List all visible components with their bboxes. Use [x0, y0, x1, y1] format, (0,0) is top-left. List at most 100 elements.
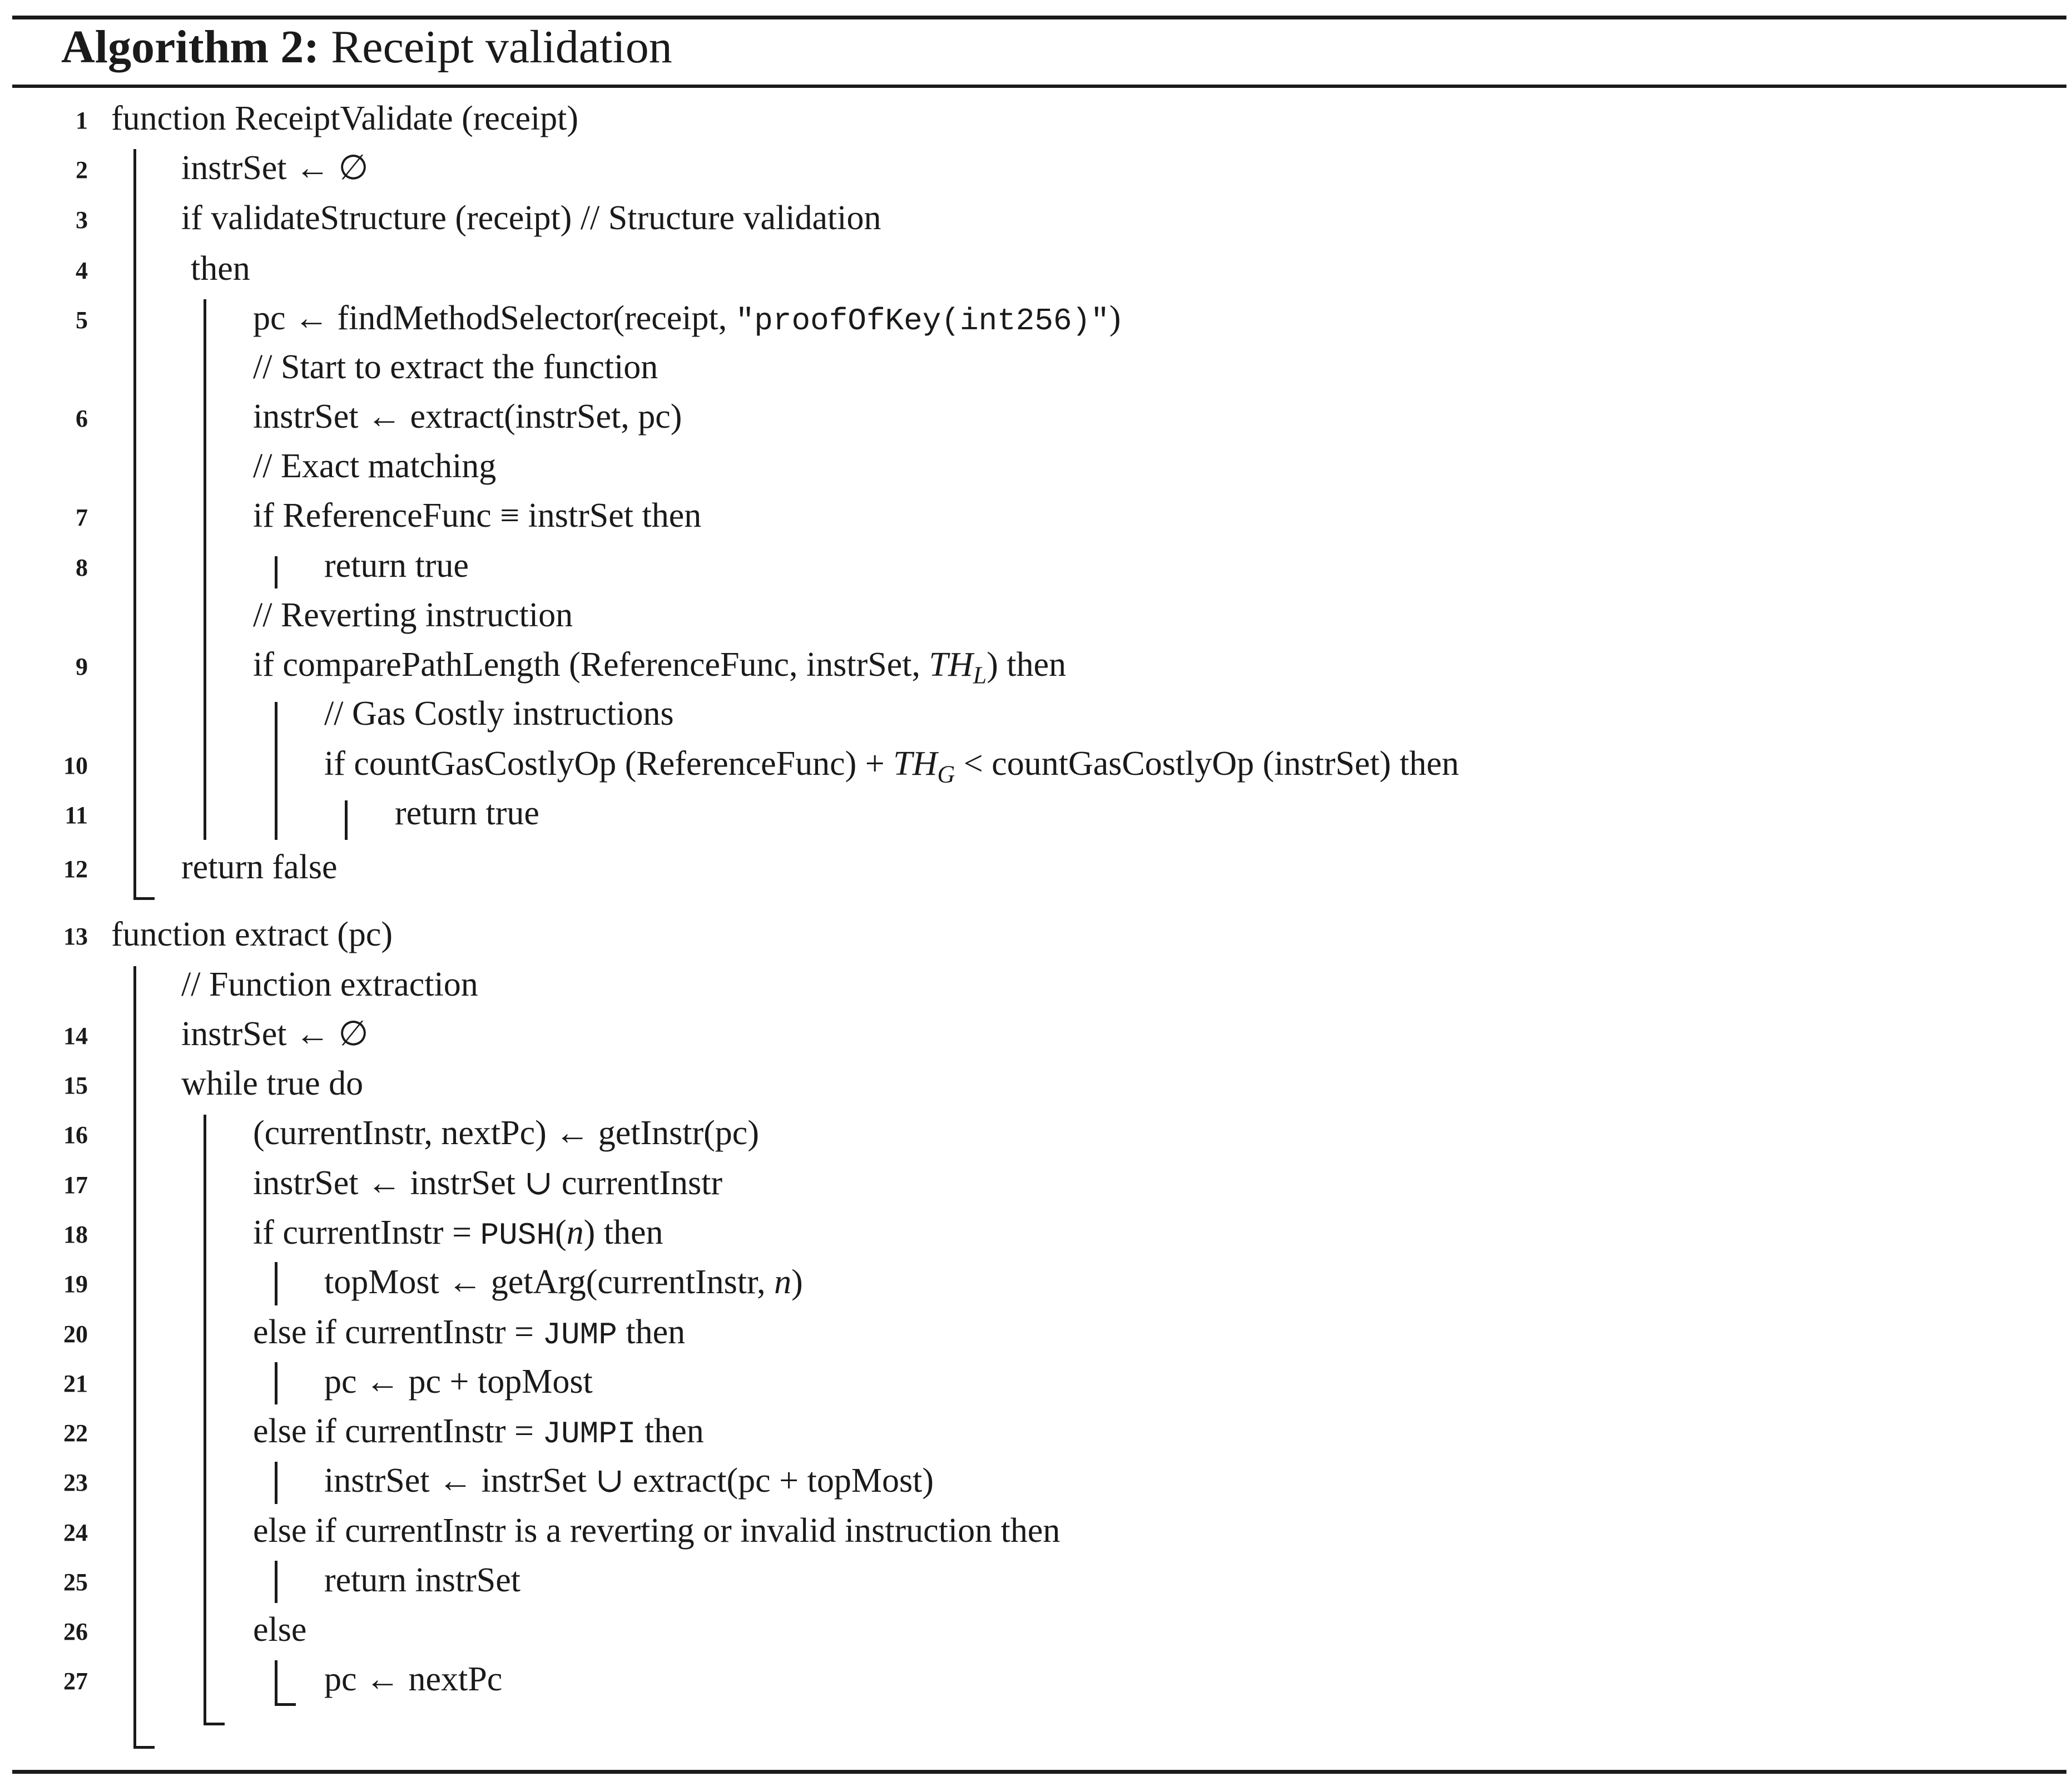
code-text: if currentInstr =	[253, 1214, 480, 1251]
indent-guide	[345, 800, 348, 840]
code-line: else if currentInstr = JUMP then	[253, 1310, 685, 1357]
line-number: 14	[63, 1022, 88, 1050]
top-rule	[12, 16, 2066, 19]
math-subscript: G	[937, 760, 955, 788]
algorithm-label: Algorithm 2:	[61, 21, 320, 73]
code-text: // Function extraction	[181, 966, 478, 1003]
algorithm-title: Algorithm 2: Receipt validation	[61, 19, 672, 75]
code-text: then	[191, 250, 250, 288]
code-line: if countGasCostlyOp (ReferenceFunc) + TH…	[324, 741, 1459, 796]
code-literal: JUMPI	[542, 1416, 636, 1452]
code-text: (	[554, 1214, 567, 1251]
line-number: 21	[63, 1370, 88, 1397]
code-text: // Reverting instruction	[253, 596, 573, 634]
indent-guide	[275, 702, 277, 840]
code-literal: JUMP	[542, 1317, 617, 1353]
indent-guide	[204, 1115, 206, 1725]
code-text: )	[1109, 299, 1121, 337]
code-line: while true do	[181, 1061, 363, 1106]
indent-guide	[204, 299, 206, 840]
code-line: topMost ← getArg(currentInstr, n)	[324, 1260, 803, 1304]
line-number: 20	[63, 1320, 88, 1348]
line-number: 24	[63, 1519, 88, 1546]
code-text: (currentInstr, nextPc) ← getInstr(pc)	[253, 1114, 759, 1152]
code-text: instrSet ← instrSet ∪ extract(pc + topMo…	[324, 1462, 934, 1500]
line-number: 3	[76, 206, 88, 234]
code-text: if comparePathLength (ReferenceFunc, ins…	[253, 646, 929, 684]
code-line: else if currentInstr is a reverting or i…	[253, 1508, 1060, 1553]
code-line: if validateStructure (receipt) // Struct…	[181, 196, 881, 240]
code-line: return instrSet	[324, 1558, 521, 1602]
line-number: 6	[76, 405, 88, 432]
line-number: 15	[63, 1072, 88, 1099]
code-text: return true	[324, 547, 469, 585]
indent-guide-end	[133, 1746, 155, 1749]
code-line: instrSet ← ∅	[181, 146, 368, 190]
math-subscript: L	[973, 661, 987, 689]
line-number: 23	[63, 1469, 88, 1496]
code-line: // Start to extract the function	[253, 345, 658, 389]
code-text: return false	[181, 848, 338, 886]
code-text: pc ← nextPc	[324, 1660, 503, 1698]
line-number: 11	[65, 802, 88, 829]
math-symbol: TH	[929, 646, 973, 684]
code-line: instrSet ← ∅	[181, 1012, 368, 1056]
math-symbol: TH	[893, 745, 938, 783]
code-text: < countGasCostlyOp (instrSet) then	[955, 745, 1459, 783]
line-number: 26	[63, 1618, 88, 1645]
code-line: (currentInstr, nextPc) ← getInstr(pc)	[253, 1111, 759, 1155]
code-text: function extract (pc)	[111, 916, 393, 953]
line-number: 8	[76, 554, 88, 581]
code-line: function extract (pc)	[111, 912, 393, 957]
code-line: // Function extraction	[181, 962, 478, 1007]
code-text: ) then	[583, 1214, 663, 1251]
code-text: instrSet ← extract(instrSet, pc)	[253, 398, 682, 436]
code-literal: "proofOfKey(int256)"	[735, 303, 1109, 339]
code-text: then	[617, 1313, 686, 1351]
line-number: 16	[63, 1121, 88, 1149]
code-line: // Exact matching	[253, 444, 496, 488]
code-line: instrSet ← instrSet ∪ extract(pc + topMo…	[324, 1458, 934, 1503]
code-text: function ReceiptValidate (receipt)	[111, 100, 579, 137]
line-number: 22	[63, 1419, 88, 1447]
code-text: if validateStructure (receipt) // Struct…	[181, 199, 881, 237]
code-text: while true do	[181, 1065, 364, 1102]
indent-guide	[275, 1262, 277, 1305]
code-line: function ReceiptValidate (receipt)	[111, 96, 578, 141]
code-text: // Exact matching	[253, 447, 497, 485]
code-text: else	[253, 1611, 307, 1649]
code-line: return true	[395, 791, 539, 835]
line-number: 2	[76, 156, 88, 184]
code-text: return true	[395, 794, 539, 832]
math-symbol: n	[566, 1214, 584, 1251]
code-line: else	[253, 1607, 306, 1652]
code-line: // Reverting instruction	[253, 593, 573, 637]
code-text: else if currentInstr =	[253, 1412, 543, 1450]
code-text: then	[636, 1412, 704, 1450]
code-line: if comparePathLength (ReferenceFunc, ins…	[253, 642, 1066, 697]
code-literal: PUSH	[480, 1218, 555, 1253]
code-line: return true	[324, 543, 469, 588]
code-text: instrSet ← ∅	[181, 149, 369, 187]
line-number: 5	[76, 306, 88, 334]
code-line: pc ← pc + topMost	[324, 1359, 593, 1404]
indent-guide	[275, 1462, 277, 1504]
code-line: if currentInstr = PUSH(n) then	[253, 1210, 663, 1258]
code-line: return false	[181, 845, 338, 889]
indent-guide	[133, 149, 136, 900]
code-text: pc ← findMethodSelector(receipt,	[253, 299, 736, 337]
code-line: else if currentInstr = JUMPI then	[253, 1409, 704, 1456]
bottom-rule	[12, 1770, 2066, 1774]
code-text: )	[791, 1263, 803, 1301]
code-text: return instrSet	[324, 1561, 521, 1599]
code-text: topMost ← getArg(currentInstr,	[324, 1263, 775, 1301]
line-number: 12	[63, 855, 88, 883]
indent-guide	[275, 556, 277, 588]
code-text: else if currentInstr =	[253, 1313, 543, 1351]
line-number: 13	[63, 923, 88, 950]
indent-guide	[275, 1362, 277, 1404]
line-number: 9	[76, 653, 88, 680]
code-line: pc ← nextPc	[324, 1657, 502, 1701]
indent-guide	[133, 966, 136, 1749]
code-text: // Gas Costly instructions	[324, 695, 674, 733]
